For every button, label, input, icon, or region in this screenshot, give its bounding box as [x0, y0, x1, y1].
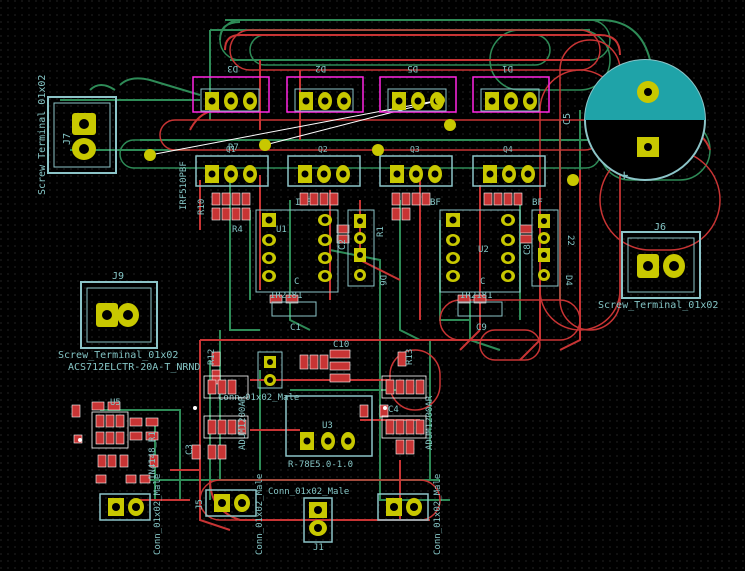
caps-c1-c9: C1 C9: [271, 301, 503, 333]
connector-j5: J5: [195, 489, 257, 517]
vias: [144, 95, 579, 186]
lm-left-label: 1N4148_R1: [148, 431, 158, 480]
mosfet-row2-3: [379, 155, 453, 187]
r4-ref-label: R4: [232, 225, 243, 235]
r1-ref-label: R1: [376, 226, 386, 237]
mosfet-q4-top: [472, 76, 550, 113]
parts-d6-c2: C2 D6 R1: [338, 209, 387, 287]
u1-ref-label: U1: [276, 225, 287, 235]
q-ref-label-4: Q4: [503, 145, 513, 154]
c3-ref-label: C3: [185, 444, 195, 455]
q-ref-label-1: Q1: [226, 145, 236, 154]
ic-u2-ir2181: U2 C IR2181: [439, 209, 521, 301]
conn-left-vertical-2-label: Conn_01x02_Male: [153, 474, 163, 555]
u2-c-mark: C: [480, 277, 485, 287]
mosfet-row-top: D3 D2 D5 D1: [192, 63, 550, 113]
r10-ref-label: R10: [197, 199, 207, 215]
regulator-u3: U3 R-78E5.0-1.0: [285, 395, 373, 470]
smd-clusters: [71, 192, 533, 484]
conn-right-vertical-label: Conn_01x02_Male: [433, 474, 443, 555]
mosfet-row2-4: [472, 155, 546, 187]
mosfet-row2-2: [287, 155, 361, 187]
connector-bottom-left: [99, 493, 151, 521]
r7-ref-label: R7: [228, 143, 239, 153]
c10-ref-label: C10: [333, 340, 349, 350]
r13-ref-label: R13: [405, 349, 415, 365]
j5-ref-label: J5: [195, 499, 205, 510]
c9-ref-label: C9: [476, 323, 487, 333]
d4-ref-label: D4: [563, 275, 573, 286]
q-ref-label-3: Q3: [410, 145, 420, 154]
j6-ref-label: J6: [654, 222, 666, 233]
c8-ref-label: C8: [523, 244, 533, 255]
u3-value-label: R-78E5.0-1.0: [288, 460, 353, 470]
silk-marks: [78, 406, 387, 442]
c5-plus-sign: +: [620, 168, 628, 184]
irf-short-label-3: BF: [532, 198, 543, 208]
acs-value-label: ACS712ELCTR-20A-T_NRND: [68, 362, 200, 373]
irf-value-label: IRF510PBF: [179, 161, 189, 210]
d1-ref-label: D1: [502, 63, 513, 73]
screw-terminal-j9: J9 Screw_Terminal_01x02 ACS712ELCTR-20A-…: [58, 271, 200, 373]
connector-right-bottom: [377, 493, 429, 521]
j1-ref-label: J1: [313, 543, 324, 553]
silk-labels-middle: Conn_01x02_Male Conn_01x02_Male ADUM1200…: [110, 143, 443, 555]
mosfet-q1-top: [192, 76, 270, 113]
screw-terminal-j7: Screw_Terminal_01x02 J7: [37, 75, 117, 195]
j9-ref-label: J9: [112, 271, 124, 282]
j6-value-label: Screw_Terminal_01x02: [598, 300, 718, 311]
screw-terminal-j6: J6 Screw_Terminal_01x02: [598, 222, 718, 311]
u1-c-mark: C: [294, 277, 299, 287]
u1-value-label: IR2181: [270, 291, 303, 301]
mosfet-q2-top: [286, 76, 364, 113]
parts-d4-c8: C8 D4 22: [523, 209, 575, 287]
adum-right-label: ADUM1200AR: [425, 395, 435, 450]
u5-ref-label: U5: [110, 398, 121, 408]
irf-short-label-2: BF: [430, 198, 441, 208]
j9-value-label: Screw_Terminal_01x02: [58, 350, 178, 361]
r12-ref-label: R12: [207, 349, 217, 365]
j7-value-label: Screw_Terminal_01x02: [37, 75, 48, 195]
isolator-outlines: [91, 375, 427, 449]
header-j2-small: C10: [257, 340, 349, 389]
mosfet-row-second: IRF510PBF IRF BF BF Q1 Q2 Q3 Q4: [179, 145, 546, 210]
d2-ref-label: D2: [315, 63, 326, 73]
conn-left-vertical-label: Conn_01x02_Male: [255, 474, 265, 555]
d5-ref-label: D5: [407, 63, 418, 73]
conn-mid-label: Conn_01x02_Male: [218, 393, 299, 403]
adum-left-label: ADUM1200AR: [238, 395, 248, 450]
q-ref-label-2: Q2: [318, 145, 328, 154]
connector-j1: J1: [303, 497, 333, 553]
j7-ref-label: J7: [62, 133, 73, 145]
ratsnest-lines: [149, 99, 441, 156]
mosfet-q3-top: [379, 76, 457, 113]
d3-ref-label: D3: [227, 63, 238, 73]
u2-ref-label: U2: [478, 245, 489, 255]
r22-ref-label: 22: [565, 235, 575, 246]
d6-ref-label: D6: [377, 275, 387, 286]
c4-ref-label: C4: [388, 405, 399, 415]
c1-ref-label: C1: [290, 323, 301, 333]
u3-ref-label: U3: [322, 421, 333, 431]
c5-ref-label: C5: [562, 113, 573, 125]
u2-value-label: IR2181: [460, 291, 493, 301]
c2-ref-label: C2: [338, 239, 348, 250]
electrolytic-capacitor: + C5: [562, 59, 706, 184]
ic-u1-ir2181: U1 C IR2181: [255, 209, 339, 301]
conn-bottom-center-label: Conn_01x02_Male: [268, 487, 349, 497]
mosfet-row2-1: [195, 155, 269, 187]
